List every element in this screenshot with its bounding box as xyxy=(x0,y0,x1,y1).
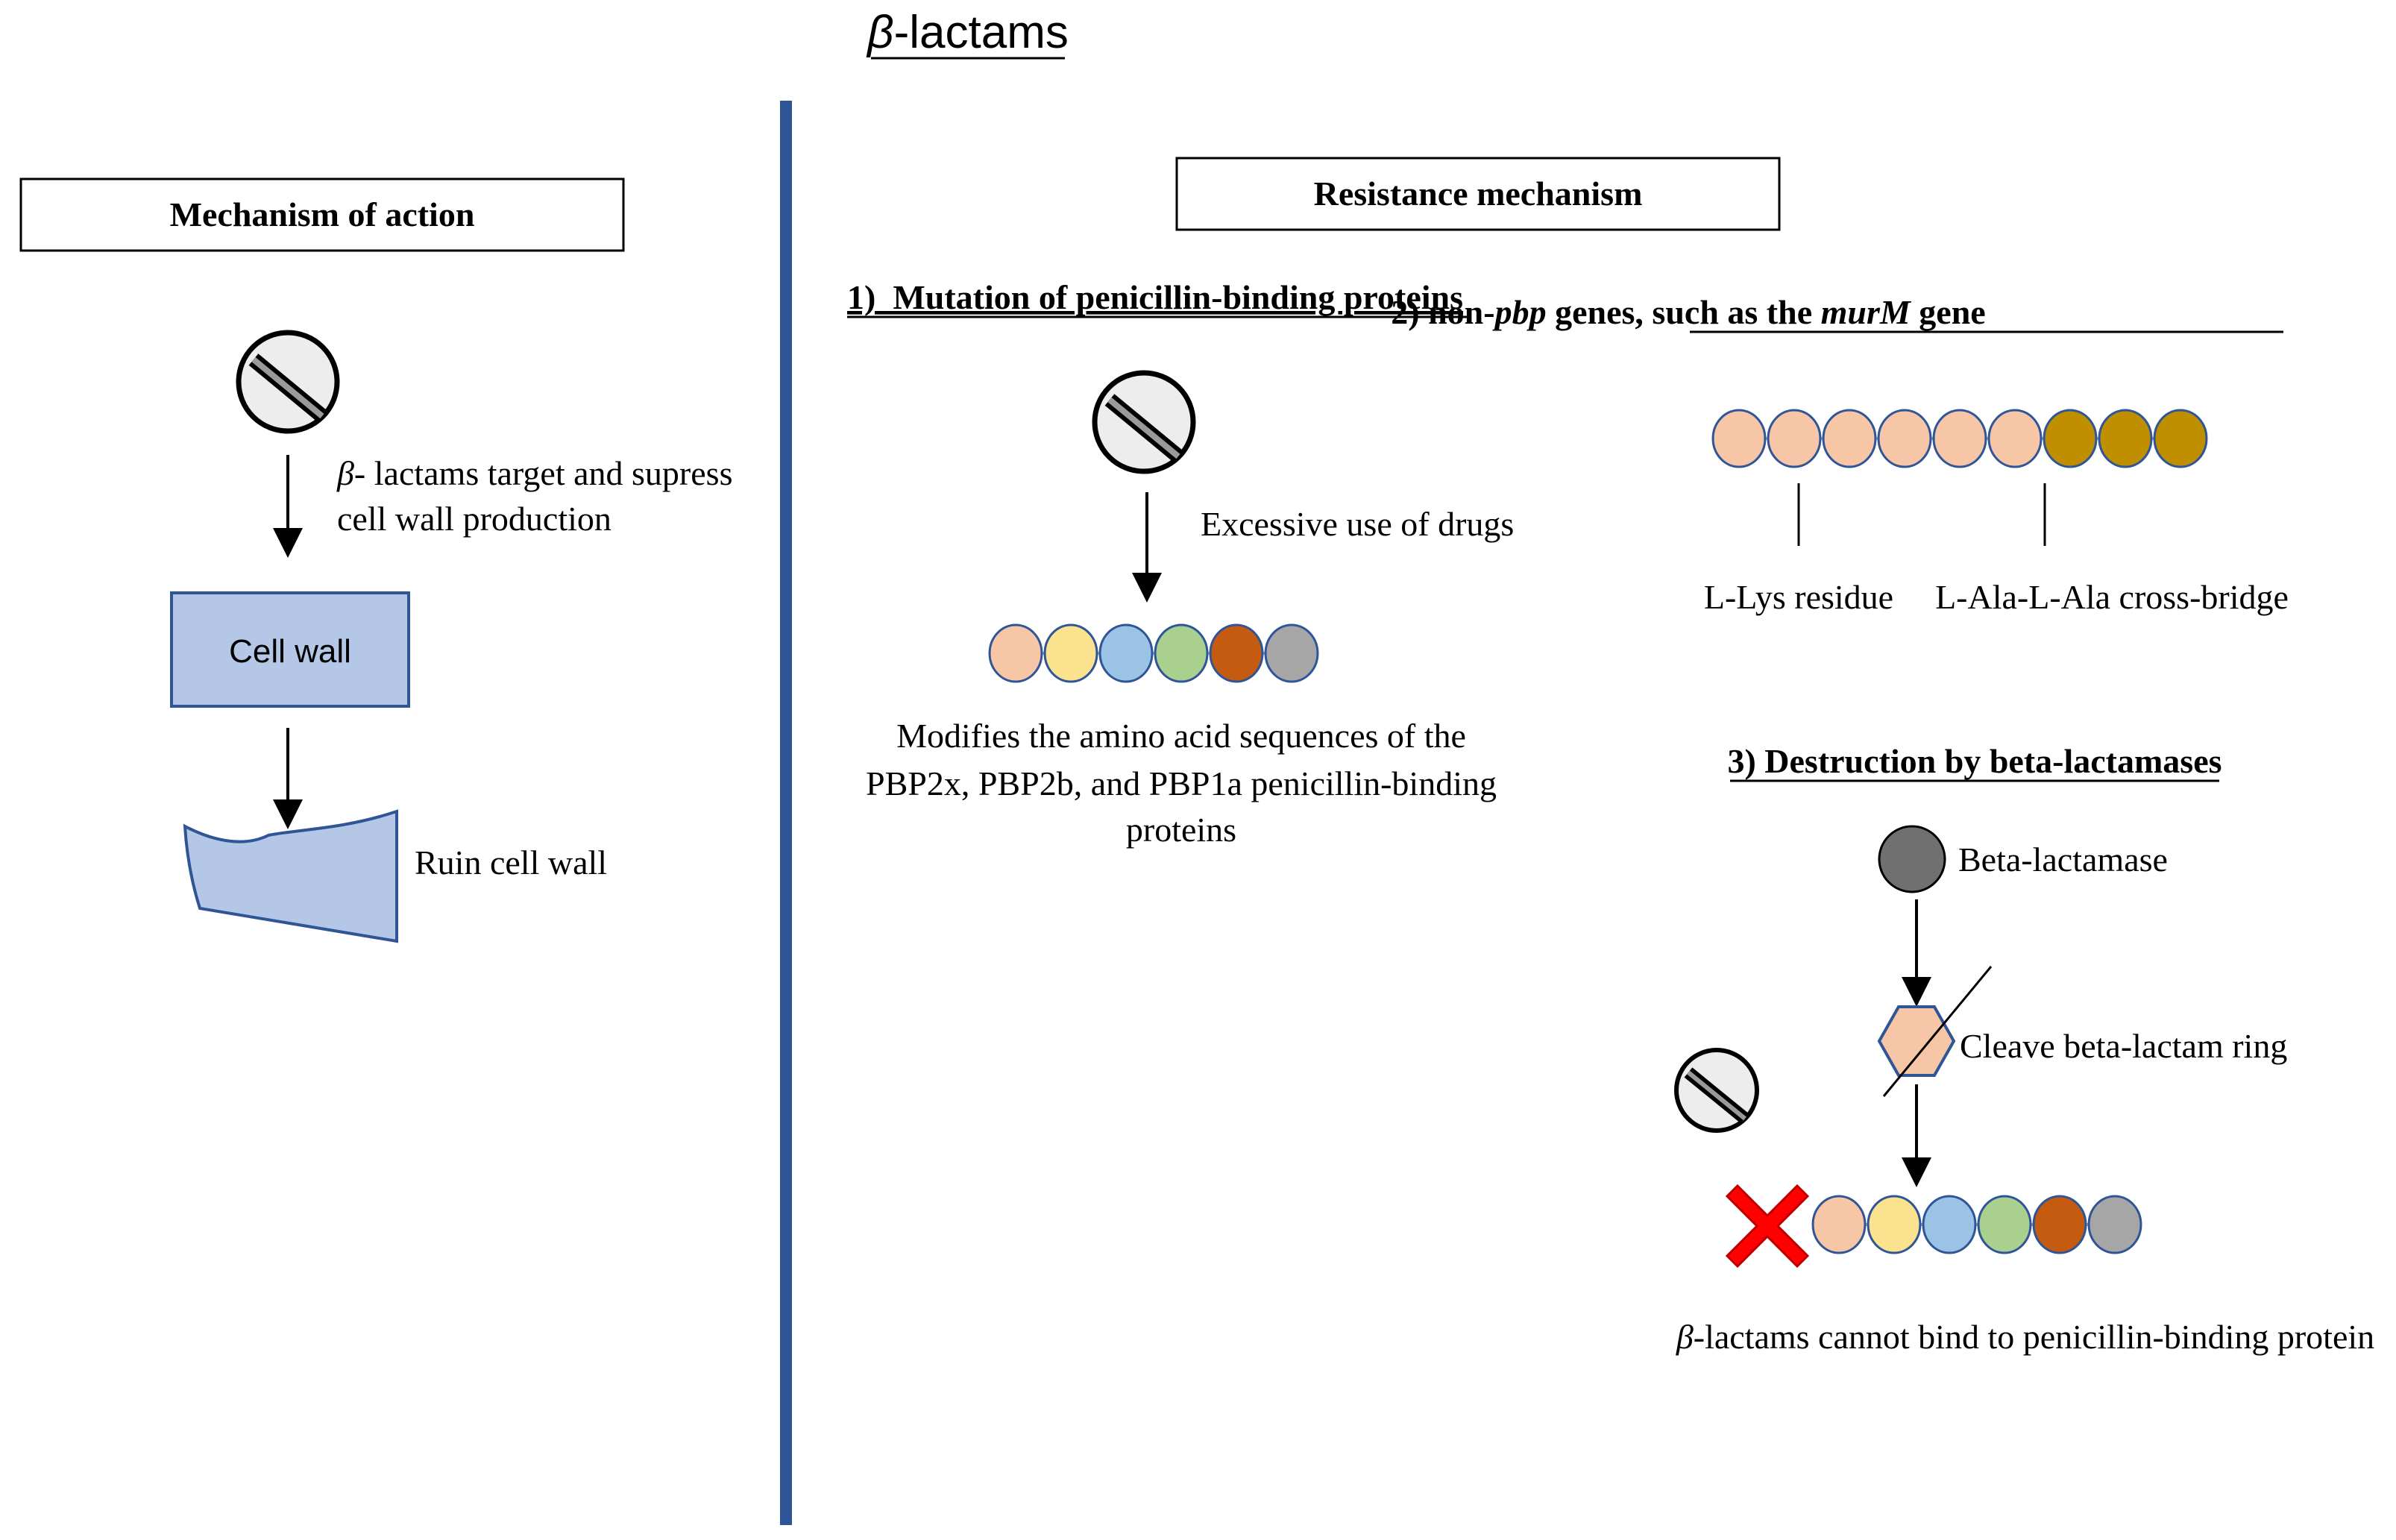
amino-acid-bead xyxy=(2153,409,2208,468)
section3-title: 3) Destruction by beta-lactamases xyxy=(1727,742,2222,780)
amino-acid-bead xyxy=(1043,623,1098,683)
amino-acid-bead xyxy=(1154,623,1209,683)
left-arrow-text-line1: β- lactams target and supress xyxy=(336,454,732,492)
ruin-cell-wall-label: Ruin cell wall xyxy=(415,843,607,881)
ala-label: L-Ala-L-Ala cross-bridge xyxy=(1935,578,2289,616)
left-arrow-text-line2: cell wall production xyxy=(337,500,611,538)
amino-acid-bead xyxy=(1867,1195,1922,1254)
protein-chain-1 xyxy=(988,623,1319,683)
amino-acid-bead xyxy=(2043,409,2098,468)
cleave-slash xyxy=(1882,966,1993,1097)
amino-acid-bead xyxy=(1922,1195,1977,1254)
amino-acid-bead xyxy=(1209,623,1264,683)
section2-title: 2) non-pbp genes, such as the murM gene xyxy=(1391,293,1985,331)
amino-acid-bead xyxy=(1811,1195,1867,1254)
protein-chain-2 xyxy=(1711,409,2208,468)
resistance-header: Resistance mechanism xyxy=(1314,175,1643,213)
pill-icon xyxy=(1092,370,1196,474)
amino-acid-bead xyxy=(1977,1195,2032,1254)
cell-wall-box xyxy=(170,591,410,708)
mechanism-header-box xyxy=(19,177,625,252)
section1-desc-line2: PBP2x, PBP2b, and PBP1a penicillin-bindi… xyxy=(866,764,1497,802)
beta-lactamase-label: Beta-lactamase xyxy=(1958,840,2168,879)
amino-acid-bead xyxy=(1767,409,1822,468)
protein-chain-3 xyxy=(1811,1195,2142,1254)
amino-acid-bead xyxy=(2098,409,2153,468)
amino-acid-bead xyxy=(1711,409,1767,468)
mechanism-header: Mechanism of action xyxy=(170,195,475,233)
lys-label: L-Lys residue xyxy=(1704,578,1893,616)
diagram-title: β-lactams xyxy=(866,7,1069,58)
amino-acid-bead xyxy=(1932,409,1987,468)
amino-acid-bead xyxy=(2032,1195,2087,1254)
amino-acid-bead xyxy=(1822,409,1877,468)
cell-wall-label: Cell wall xyxy=(229,633,351,670)
amino-acid-bead xyxy=(1264,623,1319,683)
section1-desc-line1: Modifies the amino acid sequences of the xyxy=(896,717,1466,755)
amino-acid-bead xyxy=(2087,1195,2142,1254)
pill-icon xyxy=(236,330,340,434)
beta-lactamase-icon xyxy=(1878,825,1946,893)
amino-acid-bead xyxy=(988,623,1043,683)
red-x-icon xyxy=(1725,1184,1810,1269)
section1-arrow-text: Excessive use of drugs xyxy=(1201,505,1514,543)
section3-bottom-text: β-lactams cannot bind to penicillin-bind… xyxy=(1676,1318,2374,1356)
beta-lactam-ring-hexagon xyxy=(1877,1005,1956,1077)
section1-desc-line3: proteins xyxy=(1126,811,1236,849)
cleave-label: Cleave beta-lactam ring xyxy=(1960,1027,2287,1065)
ruined-cell-wall-shape xyxy=(183,809,398,943)
amino-acid-bead xyxy=(1098,623,1154,683)
amino-acid-bead xyxy=(1987,409,2043,468)
section1-title: 1) Mutation of penicillin-binding protei… xyxy=(847,278,1463,316)
resistance-header-box xyxy=(1175,157,1781,231)
amino-acid-bead xyxy=(1877,409,1932,468)
pill-icon xyxy=(1674,1048,1759,1133)
